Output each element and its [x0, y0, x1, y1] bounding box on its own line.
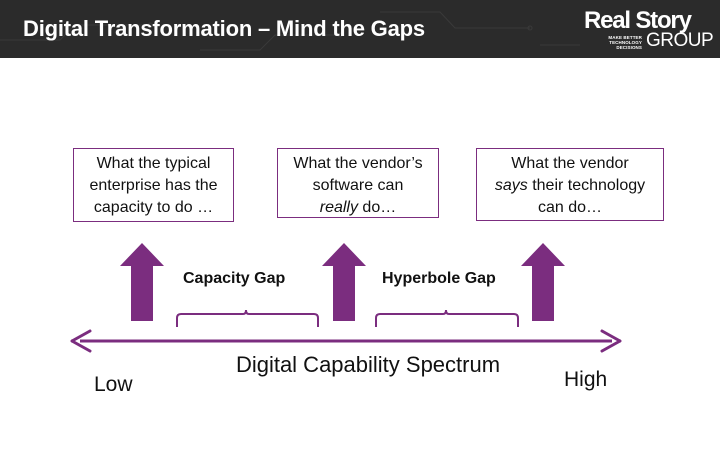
box-line: enterprise has the: [89, 177, 218, 194]
hyperbole-gap-label: Hyperbole Gap: [382, 270, 496, 287]
up-arrow-icon: [120, 243, 164, 321]
slide-title: Digital Transformation – Mind the Gaps: [23, 16, 425, 41]
high-label: High: [564, 368, 608, 391]
real-story-group-logo: Real Story MAKE BETTER TECHNOLOGY DECISI…: [584, 7, 714, 52]
up-arrow-icon: [521, 243, 565, 321]
up-arrow-icon: [322, 243, 366, 321]
capacity-gap-label: Capacity Gap: [183, 270, 286, 287]
logo-group-word: GROUP: [646, 30, 714, 51]
logo-tagline: MAKE BETTER TECHNOLOGY DECISIONS: [584, 35, 642, 50]
circuit-pattern: [0, 11, 580, 51]
logo-name: Real Story: [584, 7, 692, 34]
box-line: really do…: [319, 199, 397, 216]
box-line: What the typical: [96, 155, 211, 172]
header-bar: Digital Transformation – Mind the Gaps R…: [0, 0, 720, 58]
spectrum-double-arrow: [70, 329, 622, 353]
box-line: says their technology: [494, 177, 646, 194]
box-line: capacity to do …: [93, 199, 214, 216]
spectrum-label: Digital Capability Spectrum: [235, 352, 501, 377]
box-line: can do…: [537, 199, 603, 216]
box-enterprise-capacity: What the typical enterprise has the capa…: [73, 148, 234, 222]
box-vendor-claims: What the vendor says their technology ca…: [476, 148, 664, 221]
box-line: What the vendor: [511, 155, 629, 172]
emphasis-word: really: [319, 199, 358, 216]
box-vendor-software: What the vendor’s software can really do…: [277, 148, 439, 218]
box-line: software can: [312, 177, 404, 194]
capacity-gap-bracket: [176, 309, 319, 327]
hyperbole-gap-bracket: [375, 309, 519, 327]
low-label: Low: [94, 373, 133, 396]
emphasis-word: says: [494, 177, 528, 194]
box-line: What the vendor’s: [293, 155, 423, 172]
logo-tagline-2: TECHNOLOGY DECISIONS: [609, 40, 642, 50]
logo-tagline-1: MAKE BETTER: [608, 35, 642, 40]
